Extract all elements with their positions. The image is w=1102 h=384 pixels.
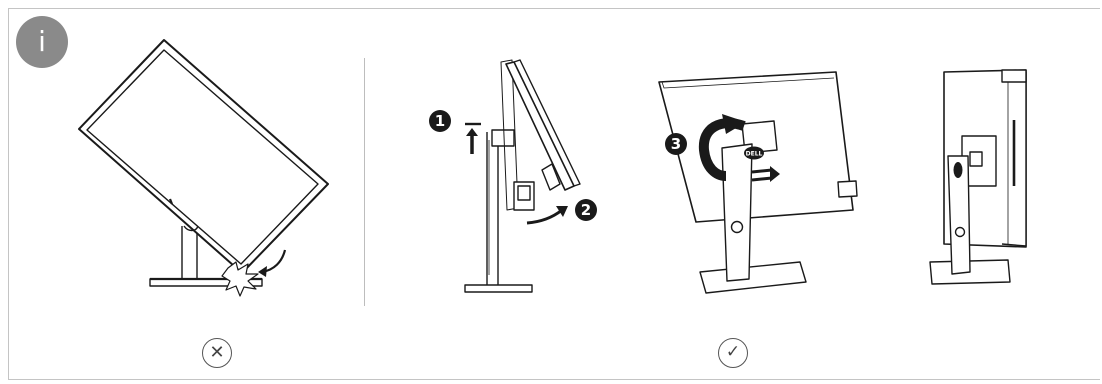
dell-logo-text: DELL: [746, 151, 763, 158]
step-1-label: 1: [435, 112, 445, 130]
cross-mark-icon: ✕: [202, 338, 232, 368]
step-2-label: 2: [581, 201, 591, 219]
portrait-result-illustration: [930, 70, 1026, 284]
check-mark-icon: ✓: [718, 338, 748, 368]
step-3-label: 3: [671, 135, 681, 153]
rotate-rear-illustration: DELL 3: [659, 72, 857, 293]
rotate-incorrect-illustration: [79, 40, 328, 296]
lift-tilt-illustration: 1 2: [429, 60, 597, 292]
